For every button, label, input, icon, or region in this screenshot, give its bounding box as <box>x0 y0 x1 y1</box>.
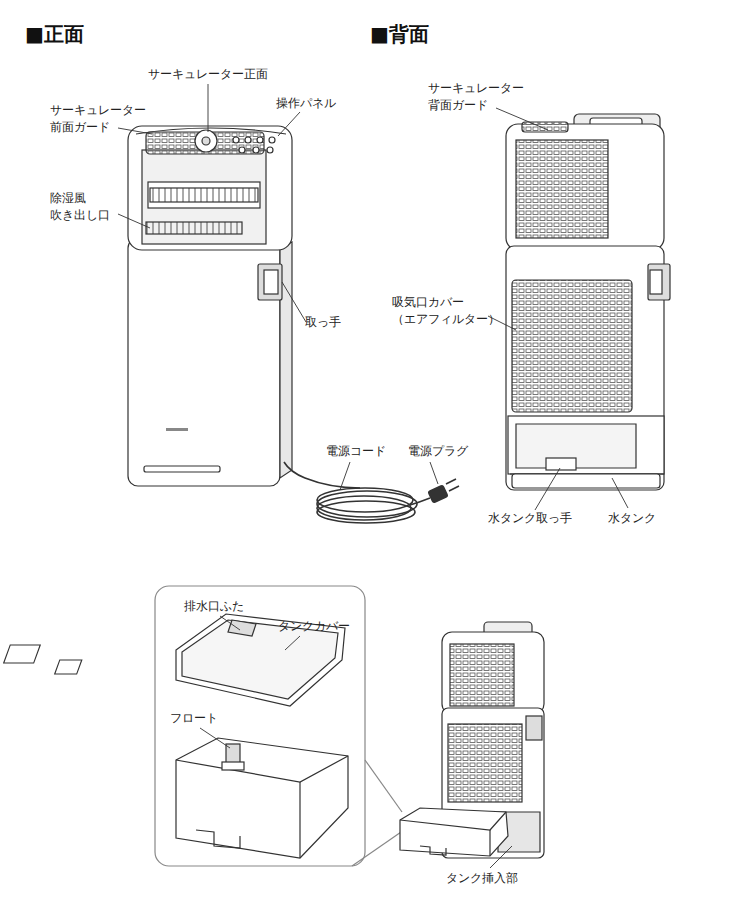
front-unit <box>150 188 258 202</box>
leader-line <box>278 112 300 136</box>
back-unit <box>522 122 568 132</box>
power-cord <box>446 479 456 484</box>
detail-inset <box>4 645 41 663</box>
front-unit <box>128 238 280 486</box>
part-label: タンク挿入部 <box>446 870 518 887</box>
front-unit <box>202 137 210 145</box>
back-unit <box>506 246 664 490</box>
front-unit <box>233 137 239 143</box>
back-unit <box>512 280 632 412</box>
front-unit <box>166 428 188 431</box>
part-label: フロート <box>170 710 218 727</box>
leader-line <box>200 728 230 748</box>
front-unit <box>257 137 263 143</box>
part-label: サーキュレーター 前面ガード <box>50 102 51 136</box>
detail-inset <box>176 738 348 858</box>
side-unit <box>400 812 506 830</box>
back-unit <box>516 140 608 238</box>
detail-inset <box>352 830 404 866</box>
detail-inset <box>176 756 348 782</box>
front-unit <box>269 137 275 143</box>
power-cord <box>317 496 411 520</box>
leader-line <box>208 84 209 132</box>
back-unit <box>650 270 662 294</box>
front-unit <box>258 264 282 300</box>
front-unit <box>239 147 245 153</box>
part-label: タンクカバー <box>278 618 350 635</box>
front-unit <box>128 126 292 250</box>
leader-line <box>490 846 512 868</box>
power-cord <box>317 501 415 523</box>
side-unit <box>442 632 544 714</box>
front-unit <box>195 130 217 152</box>
back-unit <box>506 114 670 490</box>
leader-line <box>118 128 152 134</box>
front-unit <box>148 182 260 208</box>
front-unit <box>144 466 220 472</box>
detail-inset <box>228 620 256 636</box>
power-cord <box>284 462 459 523</box>
back-unit <box>546 458 576 470</box>
section-heading: ■正面 <box>25 22 84 46</box>
detail-inset <box>0 586 404 866</box>
detail-inset <box>55 660 82 674</box>
side-unit <box>450 644 514 706</box>
front-unit <box>267 147 273 153</box>
power-cord <box>428 485 448 503</box>
detail-inset <box>196 830 240 848</box>
leader-line <box>282 282 306 322</box>
side-unit <box>448 724 522 802</box>
back-unit <box>508 416 664 474</box>
side-unit <box>489 830 490 856</box>
part-label: 水タンク <box>608 510 656 527</box>
leader-line <box>220 616 240 630</box>
leader-line <box>612 478 628 508</box>
part-label: サーキュレーター 背面ガード <box>428 80 429 114</box>
leader-line <box>535 468 560 510</box>
side-unit <box>420 846 446 855</box>
part-label: 操作パネル <box>276 95 336 112</box>
back-unit <box>648 264 670 300</box>
detail-inset <box>299 782 300 858</box>
detail-inset <box>155 586 365 866</box>
part-label: サーキュレーター正面 <box>148 66 268 83</box>
detail-inset <box>222 762 244 770</box>
front-unit <box>142 150 266 244</box>
part-label: 吸気口カバー （エアフィルター） <box>392 294 393 328</box>
detail-inset <box>365 760 402 812</box>
front-unit <box>245 137 251 143</box>
part-label: 取っ手 <box>305 314 341 331</box>
part-label: 排水口ふた <box>184 598 244 615</box>
leader-line <box>118 214 150 228</box>
front-unit <box>128 126 292 486</box>
leader-line <box>285 636 300 650</box>
power-cord <box>410 498 430 505</box>
leader-line <box>496 108 548 130</box>
section-heading: ■背面 <box>370 22 429 46</box>
part-label: 電源コード <box>326 443 386 460</box>
side-unit <box>400 622 544 858</box>
leader-line <box>340 462 350 490</box>
side-unit <box>400 808 508 856</box>
part-label: 水タンク取っ手 <box>488 510 572 527</box>
side-unit <box>526 716 542 740</box>
front-unit <box>253 147 259 153</box>
back-unit <box>506 124 664 250</box>
leader-line <box>488 316 516 330</box>
part-label: 電源プラグ <box>408 443 468 460</box>
front-unit <box>264 270 278 294</box>
power-cord <box>449 486 459 491</box>
part-label: 除湿風 吹き出し口 <box>50 190 51 224</box>
back-unit <box>512 474 660 488</box>
leader-line <box>430 462 438 484</box>
front-unit <box>146 222 242 234</box>
leader-line <box>118 84 628 868</box>
